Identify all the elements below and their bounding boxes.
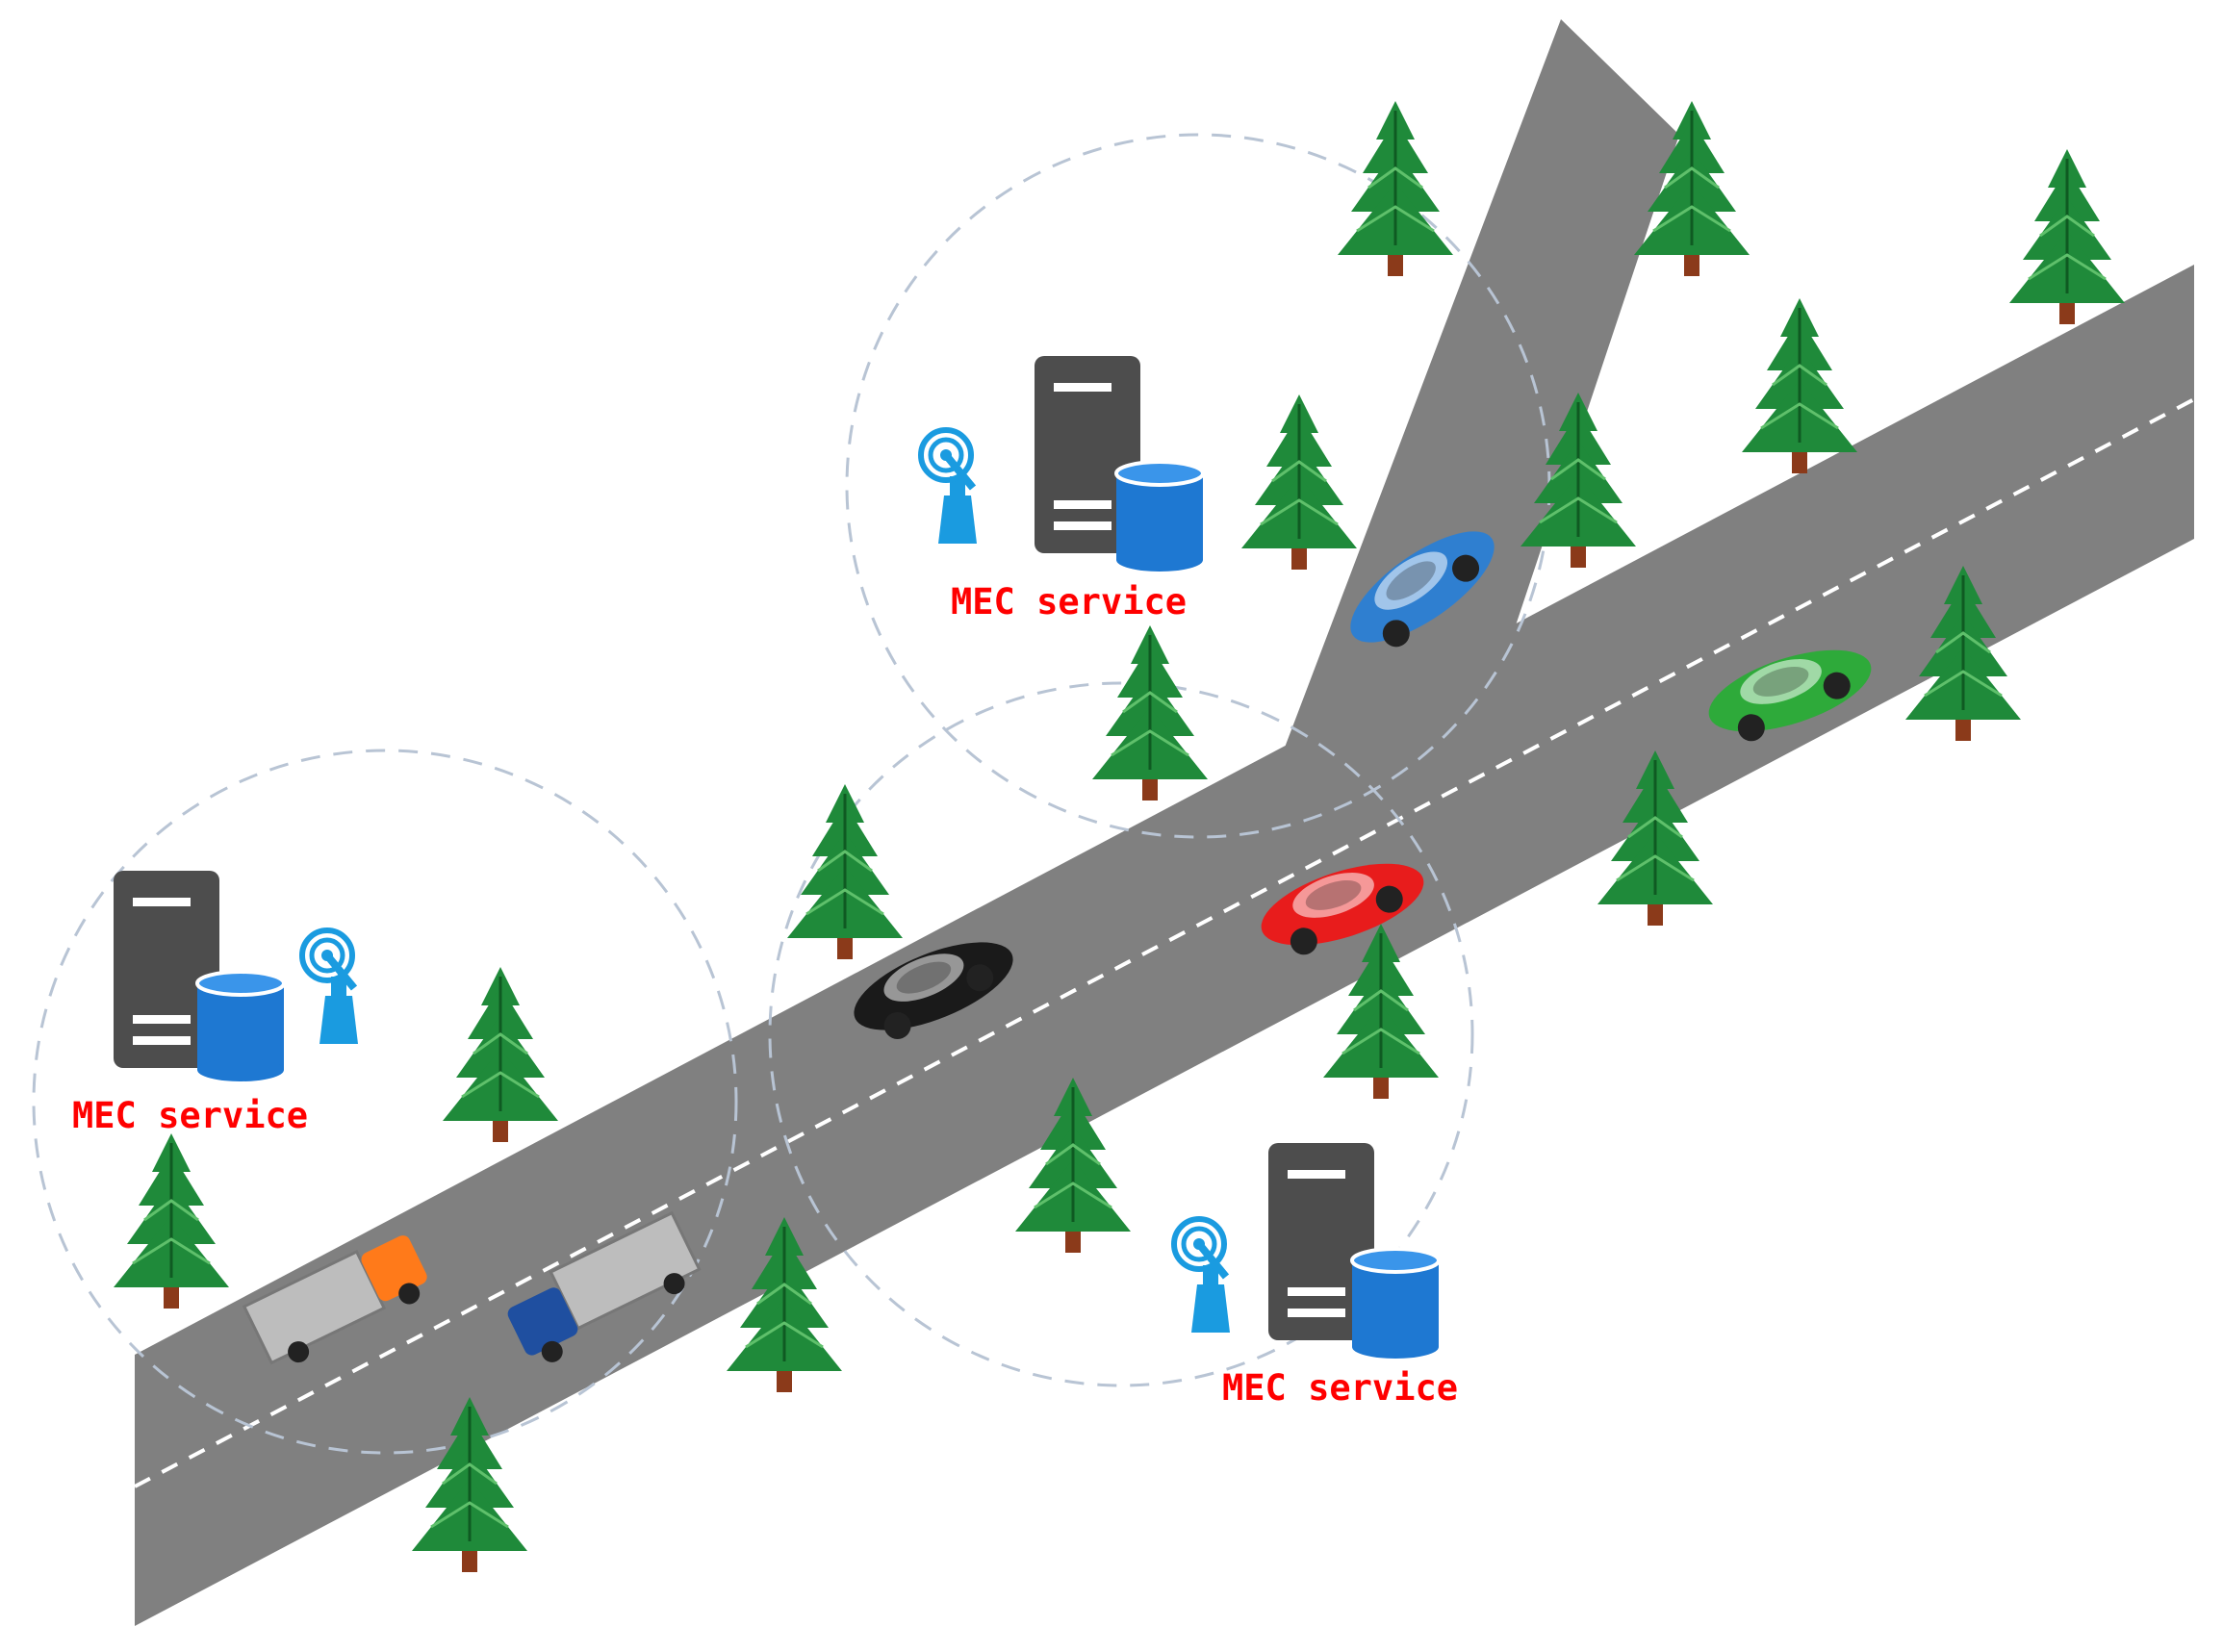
coverage-ring [768, 681, 1474, 1387]
pine-tree-icon [2007, 147, 2127, 326]
pine-tree-icon [441, 965, 560, 1144]
pine-tree-icon [1740, 296, 1859, 475]
truck-icon [507, 1210, 702, 1362]
database-icon [1350, 1247, 1441, 1360]
mec-label: MEC service [72, 1095, 308, 1136]
branch-road [1256, 19, 1679, 772]
coverage-ring [32, 749, 738, 1455]
pine-tree-icon [1336, 99, 1455, 278]
truck-icon [242, 1235, 427, 1365]
pine-tree-icon [112, 1131, 231, 1310]
antenna-icon [921, 430, 977, 544]
pine-tree-icon [1090, 623, 1210, 802]
mec-node: MEC service [1174, 1143, 1458, 1409]
vehicles [242, 511, 1882, 1365]
antenna-icon [302, 930, 358, 1044]
mec-label: MEC service [951, 581, 1187, 623]
mec-node: MEC service [72, 871, 358, 1136]
antenna-icon [1174, 1219, 1230, 1333]
pine-tree-icon [1239, 393, 1359, 572]
database-icon [1114, 460, 1205, 573]
pine-tree-icon [785, 782, 905, 961]
mec-label: MEC service [1222, 1367, 1458, 1409]
lane-marking [134, 397, 2195, 1488]
database-icon [195, 970, 286, 1083]
mec-node: MEC service [921, 356, 1205, 623]
